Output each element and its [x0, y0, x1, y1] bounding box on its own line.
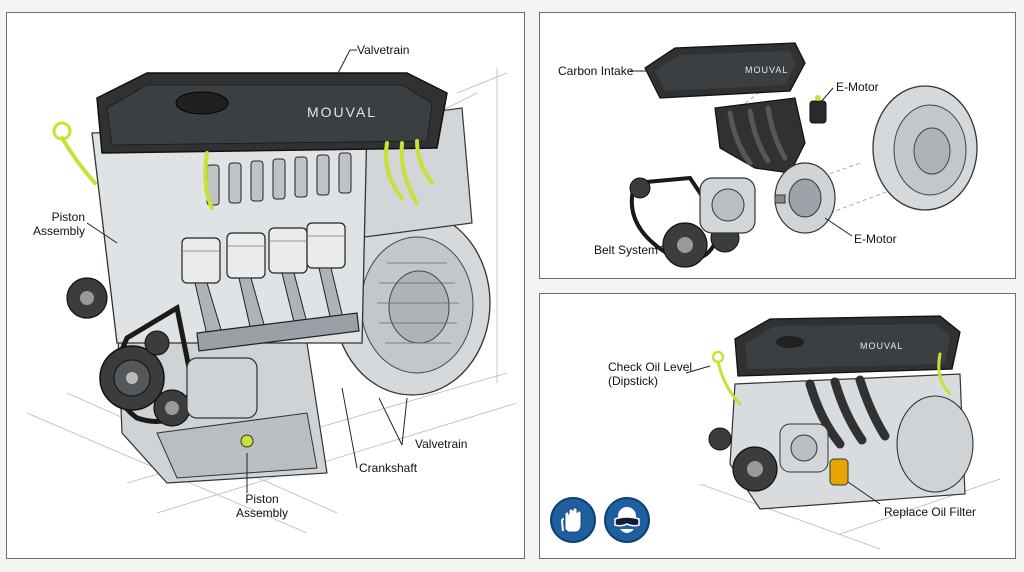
label-piston-assembly-left: Piston Assembly [32, 210, 85, 238]
label-belt-system: Belt System [594, 243, 659, 257]
label-e-motor-bottom: E-Motor [854, 232, 897, 246]
label-carbon-intake: Carbon Intake [558, 64, 634, 78]
label-e-motor-top: E-Motor [836, 80, 879, 94]
label-piston-assembly-bottom: Piston Assembly [235, 492, 288, 520]
exploded-view-illustration: MOUVAL [629, 42, 978, 268]
gloves-icon [550, 497, 596, 543]
main-engine-panel: MOUVAL [6, 12, 525, 559]
safety-goggles-icon [604, 497, 650, 543]
service-brand-mark: MOUVAL [860, 341, 903, 351]
brand-mark: MOUVAL [307, 104, 377, 120]
label-replace-oil-filter: Replace Oil Filter [884, 505, 977, 519]
label-crankshaft: Crankshaft [359, 461, 418, 475]
label-valvetrain-top: Valvetrain [357, 43, 410, 57]
exploded-view-panel: MOUVAL Car [539, 12, 1016, 279]
service-engine-illustration: MOUVAL [685, 315, 1001, 550]
label-check-oil-level: Check Oil Level (Dipstick) [608, 360, 693, 388]
exploded-brand-mark: MOUVAL [745, 65, 788, 75]
main-engine-illustration: MOUVAL [26, 49, 518, 534]
service-points-panel: MOUVAL Check Oil Level (Dipstick) Replac… [539, 293, 1016, 559]
label-valvetrain-bottom: Valvetrain [415, 437, 468, 451]
